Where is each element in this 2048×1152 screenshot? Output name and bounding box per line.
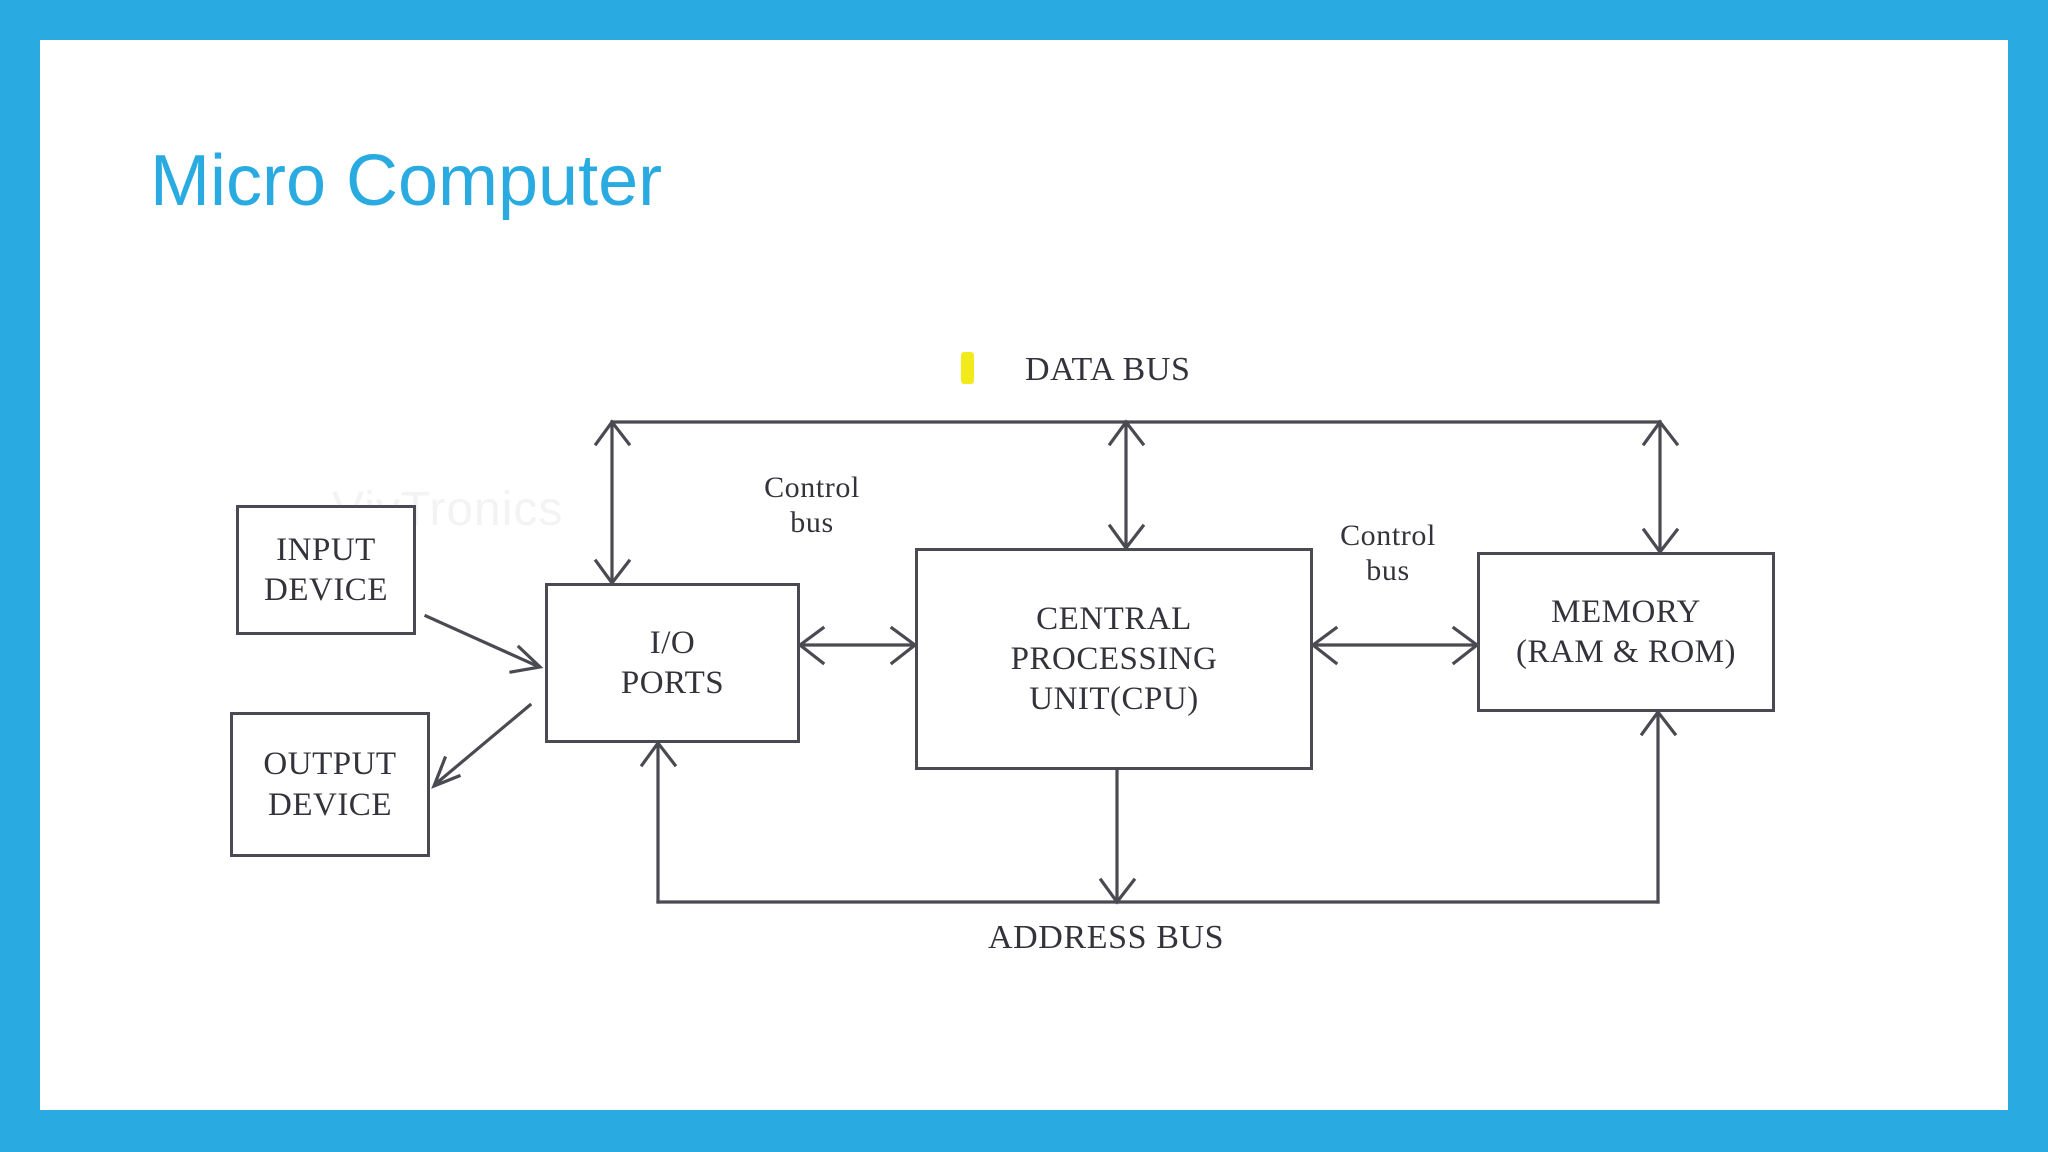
- page-title: Micro Computer: [150, 141, 663, 221]
- node-io-ports-label: I/O PORTS: [620, 624, 725, 701]
- node-input-device-label: INPUT DEVICE: [264, 531, 388, 608]
- node-memory[interactable]: MEMORY (RAM & ROM): [1477, 552, 1775, 712]
- node-cpu[interactable]: CENTRAL PROCESSING UNIT(CPU): [915, 548, 1313, 770]
- control-bus-label-left: Control bus: [764, 471, 860, 540]
- edge-io-to-output: [435, 702, 533, 785]
- node-memory-label: MEMORY (RAM & ROM): [1515, 593, 1737, 670]
- slide-canvas: VivTronics: [40, 40, 2008, 1110]
- node-input-device[interactable]: INPUT DEVICE: [236, 505, 416, 635]
- address-bus-label: ADDRESS BUS: [988, 919, 1225, 956]
- data-bus-label: DATA BUS: [1025, 351, 1191, 388]
- control-bus-label-right: Control bus: [1340, 519, 1436, 588]
- node-cpu-label: CENTRAL PROCESSING UNIT(CPU): [1010, 600, 1218, 718]
- edge-input-to-io: [423, 613, 538, 668]
- node-output-device-label: OUTPUT DEVICE: [263, 746, 397, 823]
- node-io-ports[interactable]: I/O PORTS: [545, 583, 800, 743]
- yellow-highlight-mark: [961, 352, 974, 384]
- node-output-device[interactable]: OUTPUT DEVICE: [230, 712, 430, 857]
